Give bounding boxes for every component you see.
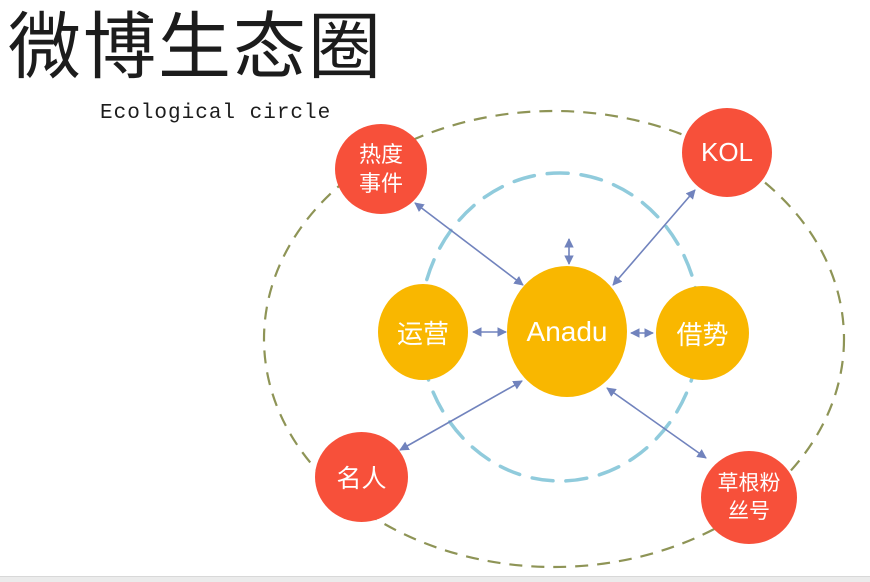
node-grassroots-label-line1: 草根粉 bbox=[717, 471, 781, 495]
arrow-hot-event-anadu bbox=[414, 202, 524, 286]
node-grassroots-label-line2: 丝号 bbox=[728, 499, 770, 523]
node-grassroots-fans: 草根粉 丝号 bbox=[701, 451, 797, 544]
node-kol-label: KOL bbox=[700, 137, 754, 167]
node-kol: KOL bbox=[682, 108, 772, 197]
node-celebrity-label: 名人 bbox=[336, 465, 387, 493]
node-anadu-center: Anadu bbox=[507, 266, 627, 397]
arrow-celebrity-anadu bbox=[399, 380, 523, 451]
node-operations: 运营 bbox=[378, 284, 468, 380]
node-hot-event-label-line1: 热度 bbox=[358, 142, 403, 167]
page-title: 微博生态圈 bbox=[8, 7, 383, 88]
node-leverage-label: 借势 bbox=[676, 319, 729, 350]
node-leverage: 借势 bbox=[656, 286, 749, 380]
node-operations-label: 运营 bbox=[396, 318, 449, 349]
slide-bottom-edge bbox=[0, 576, 870, 582]
node-hot-event-label-line2: 事件 bbox=[358, 171, 403, 196]
node-anadu-label: Anadu bbox=[526, 315, 608, 347]
arrow-anadu-grassroots bbox=[606, 387, 707, 459]
page-subtitle: Ecological circle bbox=[100, 102, 332, 125]
arrow-kol-anadu bbox=[612, 189, 696, 286]
node-hot-event: 热度 事件 bbox=[335, 124, 427, 214]
outer-dashed-ellipse bbox=[262, 109, 846, 569]
node-celebrity: 名人 bbox=[315, 432, 408, 522]
